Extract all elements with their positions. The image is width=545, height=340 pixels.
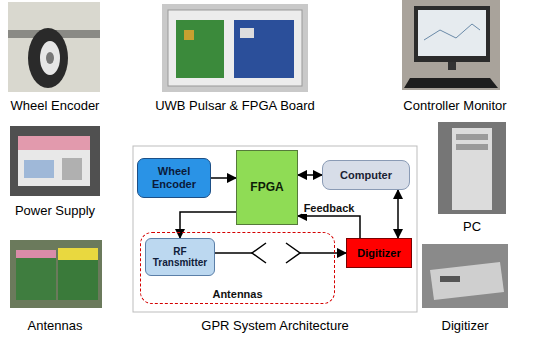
antenna-symbol	[252, 243, 300, 263]
monitor-photo	[402, 0, 500, 90]
antennas-photo	[10, 240, 102, 308]
node-text: Wheel Encoder	[138, 165, 210, 190]
connector-arrow	[215, 252, 346, 254]
node-text: RF Transmitter	[146, 246, 214, 269]
wheel-encoder-photo	[8, 2, 100, 92]
process-box: Wheel Encoder	[137, 158, 211, 198]
connector-arrow	[298, 216, 360, 238]
process-box: Digitizer	[346, 238, 412, 268]
pc-photo	[438, 122, 506, 214]
process-box: FPGA	[236, 150, 298, 225]
process-box: RF Transmitter	[145, 238, 215, 276]
connector-arrow	[298, 174, 322, 176]
photo-caption: Digitizer	[442, 318, 489, 333]
photo-caption: Controller Monitor	[403, 98, 506, 113]
fpga-board-photo	[162, 4, 308, 92]
edge-label: Feedback	[302, 202, 357, 214]
process-box: Computer	[322, 160, 410, 190]
node-text: Antennas	[141, 288, 334, 301]
photo-caption: PC	[463, 219, 481, 234]
diagram-frame	[133, 146, 417, 312]
node-text: FPGA	[250, 181, 283, 195]
power-supply-photo	[10, 126, 100, 196]
node-text: Digitizer	[357, 247, 400, 260]
connector-arrow	[397, 190, 399, 238]
photo-caption: UWB Pulsar & FPGA Board	[155, 98, 315, 113]
group-region: Antennas RF Transmitter	[140, 232, 335, 304]
connector-arrow	[211, 177, 236, 179]
photo-caption: Power Supply	[15, 203, 95, 218]
photo-caption: Antennas	[28, 318, 83, 333]
photo-caption: Wheel Encoder	[11, 98, 100, 113]
photo-caption: GPR System Architecture	[201, 318, 348, 333]
node-text: Computer	[340, 169, 392, 182]
digitizer-photo	[422, 244, 508, 308]
connector-arrow	[180, 212, 236, 238]
